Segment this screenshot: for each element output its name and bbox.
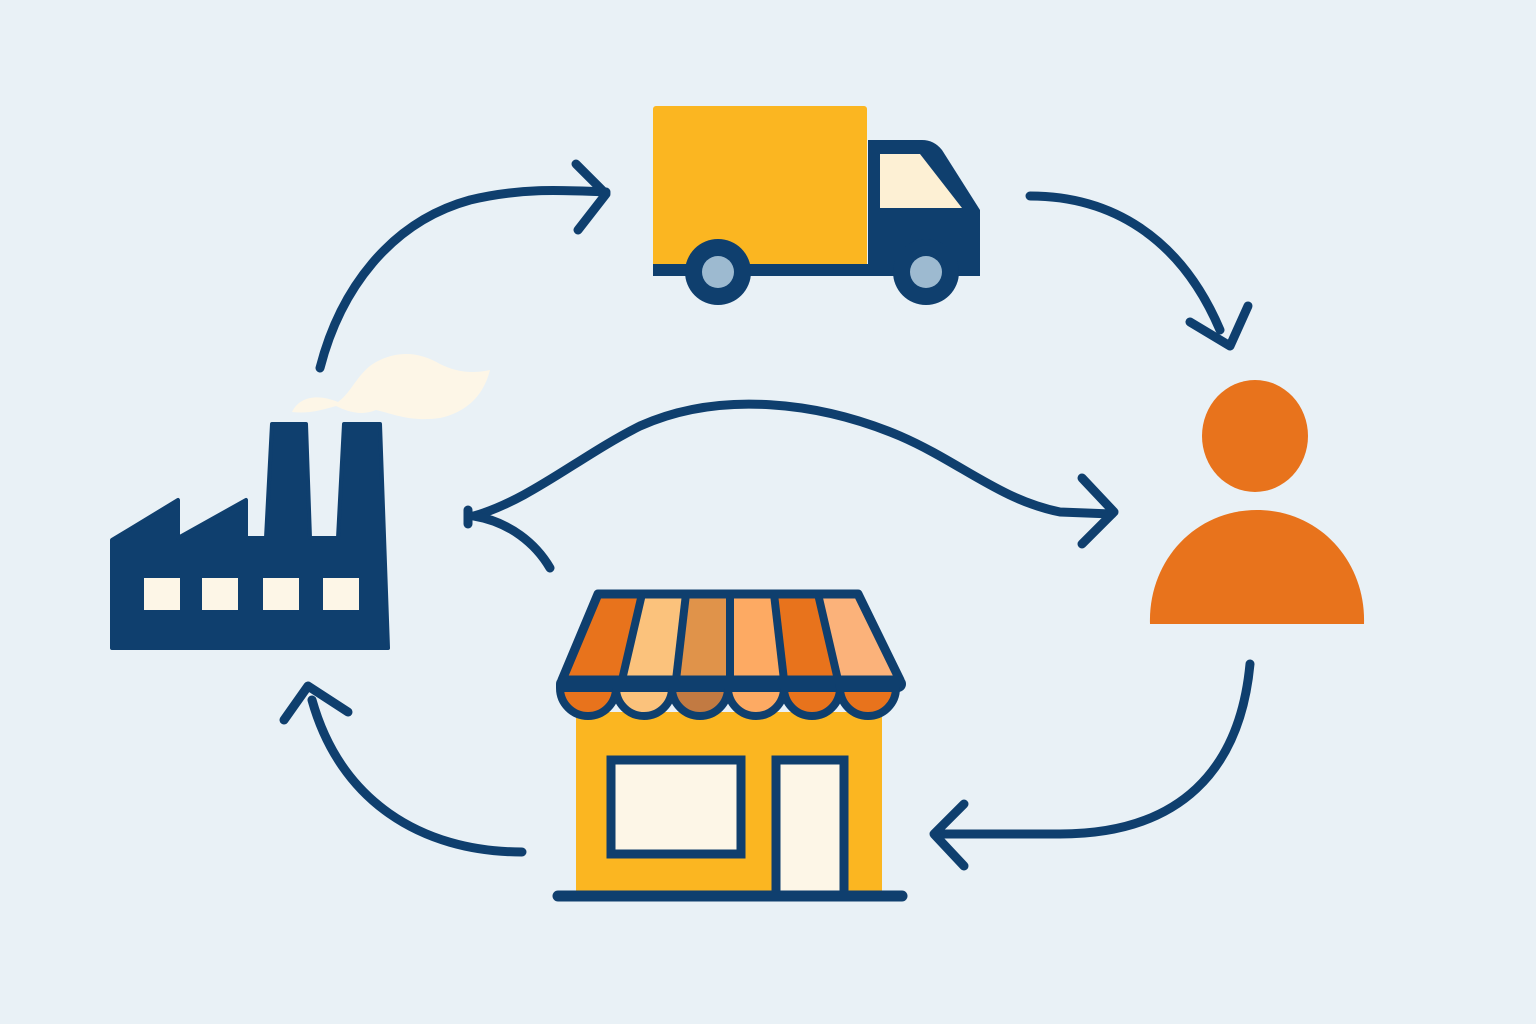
truck-wheel [685, 239, 751, 305]
factory-window [263, 578, 299, 610]
store-awning [557, 589, 905, 685]
person-icon [1149, 380, 1365, 624]
factory-icon [110, 353, 490, 650]
truck-cab-window [880, 154, 962, 208]
factory-smoke [292, 353, 490, 420]
person-head [1202, 380, 1308, 492]
truck-wheel [893, 239, 959, 305]
arrow-factory-to-truck [315, 159, 611, 373]
storefront-icon [552, 589, 908, 902]
person-body [1149, 510, 1365, 624]
factory-window [144, 578, 180, 610]
arrow-customer-to-store [929, 659, 1255, 871]
arrow-store-to-factory [279, 681, 527, 857]
store-door [771, 755, 849, 901]
factory-window [202, 578, 238, 610]
arrow-truck-to-customer [1025, 191, 1253, 351]
store-window [606, 755, 746, 859]
delivery-truck-icon [653, 106, 980, 305]
truck-cargo-box [653, 106, 867, 268]
store-valance [555, 676, 906, 720]
factory-window [323, 578, 359, 610]
arrow-factory-to-customer [463, 399, 1119, 573]
factory-body [110, 422, 390, 650]
